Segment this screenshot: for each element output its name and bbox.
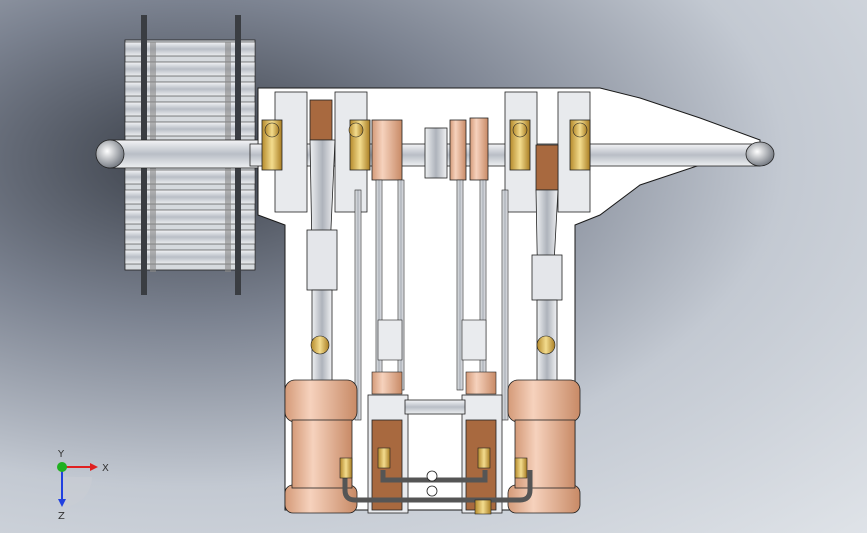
x-axis-label: X [102, 463, 109, 474]
pipe-union-upper[interactable] [426, 470, 438, 482]
y-axis-dot [57, 462, 67, 472]
crank-blocks[interactable] [309, 99, 559, 191]
y-axis-label: Y [57, 449, 65, 460]
cylinder-caps[interactable] [284, 379, 581, 514]
shaft-end-knob-right[interactable] [745, 141, 775, 167]
z-axis-label: Z [58, 511, 65, 522]
pipe-fittings[interactable] [339, 447, 528, 515]
tie-rods [354, 179, 509, 421]
x-axis-arrow [90, 463, 98, 471]
orientation-triad[interactable]: X Y Z [40, 445, 120, 525]
z-axis-arrow [58, 499, 66, 507]
cylinder-bodies[interactable] [291, 394, 576, 514]
valve-links[interactable] [371, 319, 497, 395]
shaft-end-knob-left[interactable] [95, 139, 125, 169]
left-fan-assembly[interactable] [95, 15, 259, 295]
pipe-union-lower[interactable] [426, 485, 438, 497]
bearing-blocks[interactable] [261, 91, 591, 213]
brass-knobs[interactable] [264, 122, 588, 355]
triad-quadrant [62, 477, 92, 507]
